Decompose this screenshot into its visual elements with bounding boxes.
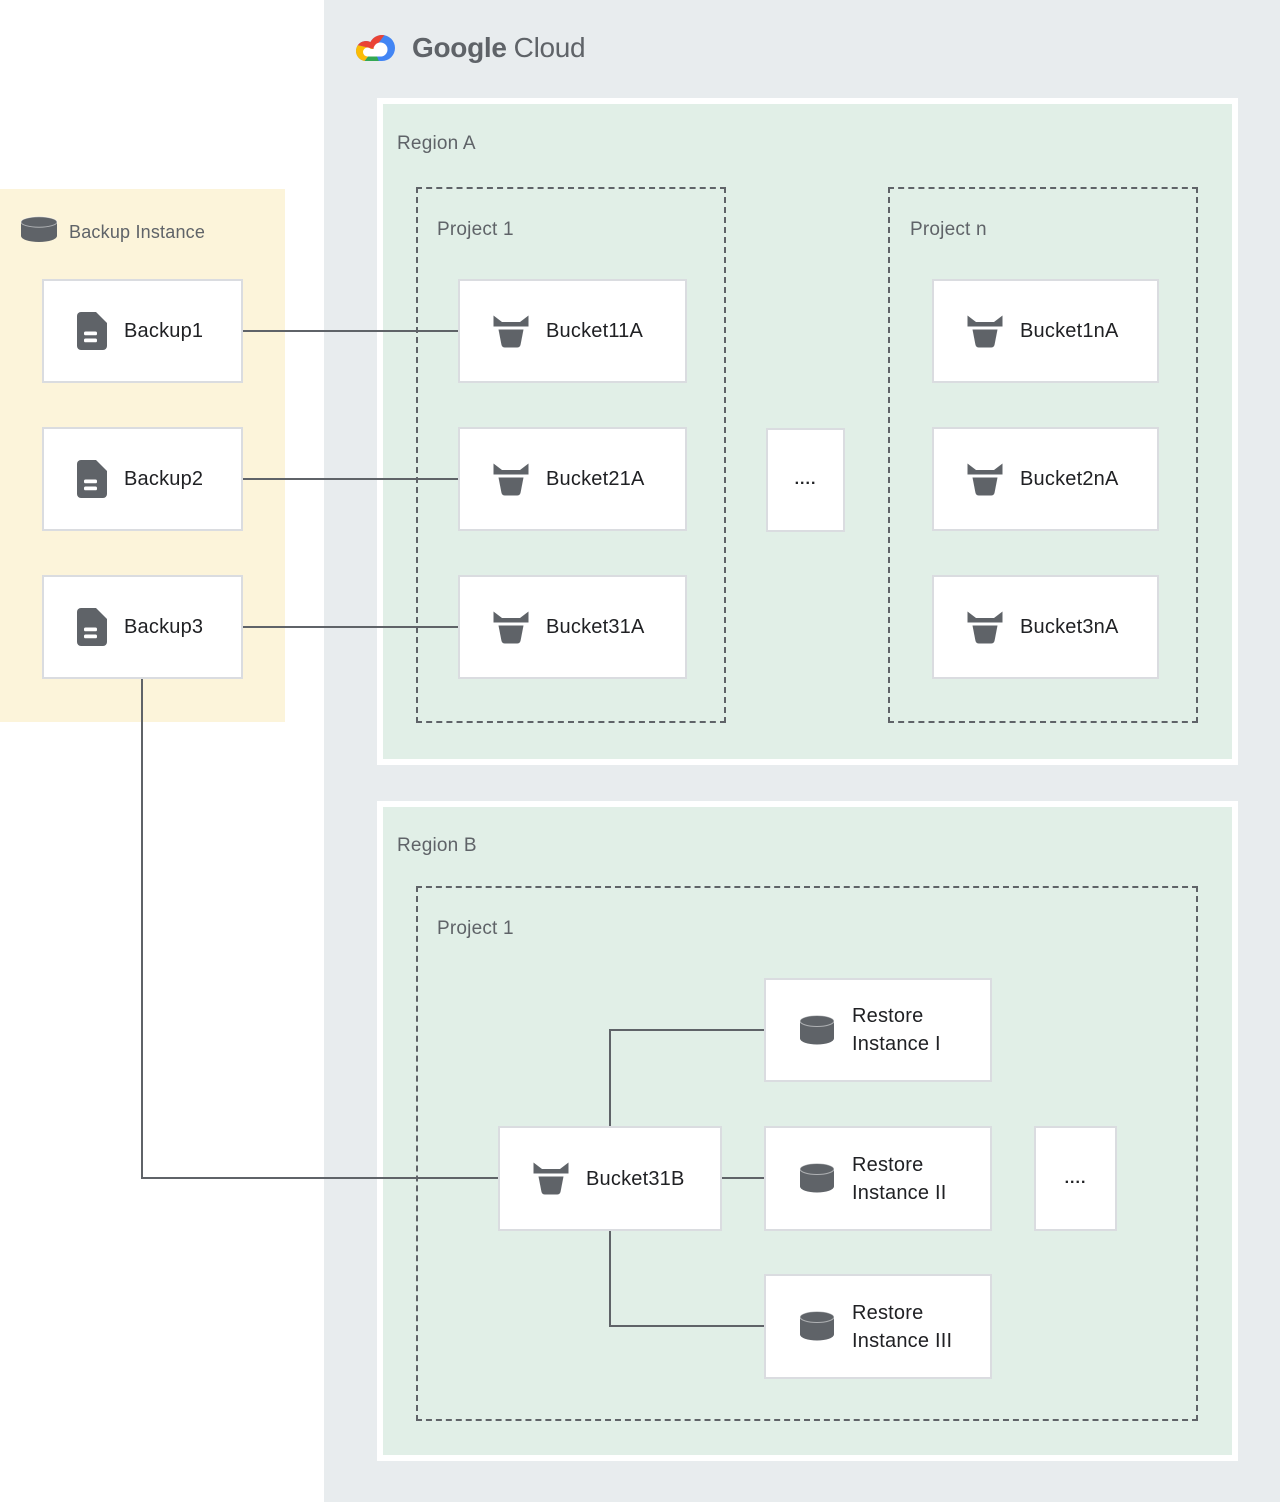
bucket2na-node: Bucket2nA [932,427,1159,531]
backup3-node: Backup3 [42,575,243,679]
backup-instance-header: Backup Instance [20,216,205,248]
restore-instance-3-label: Restore Instance III [852,1301,953,1352]
bucket3na-node: Bucket3nA [932,575,1159,679]
database-icon [799,1163,835,1194]
document-icon [77,312,107,350]
bucket11a-node: Bucket11A [458,279,687,383]
region-b-label: Region B [397,835,477,856]
logo-word-cloud: Cloud [513,32,586,63]
bucket11a-label: Bucket11A [546,320,644,342]
storage-bucket-icon [493,315,529,348]
document-icon [77,608,107,646]
storage-bucket-icon [493,463,529,496]
bucket1na-label: Bucket1nA [1020,320,1119,342]
google-cloud-logo-icon [352,27,398,70]
region-a-project-1-box [416,187,726,723]
region-b-ellipsis-box: .... [1034,1126,1117,1231]
bucket21a-node: Bucket21A [458,427,687,531]
backup1-label: Backup1 [124,320,204,342]
backup-instance-title: Backup Instance [69,221,206,242]
document-icon [77,460,107,498]
bucket2na-label: Bucket2nA [1020,468,1119,490]
region-a-project-1-label: Project 1 [437,219,514,240]
database-icon [799,1311,835,1342]
region-a-project-n-label: Project n [910,219,987,240]
bucket31b-node: Bucket31B [498,1126,722,1231]
bucket31b-label: Bucket31B [586,1167,685,1190]
bucket31a-label: Bucket31A [546,616,645,638]
bucket1na-node: Bucket1nA [932,279,1159,383]
backup1-node: Backup1 [42,279,243,383]
storage-bucket-icon [967,315,1003,348]
region-b-project-1-label: Project 1 [437,918,514,939]
ellipsis-label: .... [1064,1169,1087,1187]
storage-bucket-icon [967,611,1003,644]
backup3-label: Backup3 [124,616,204,638]
bucket21a-label: Bucket21A [546,468,645,490]
database-icon [799,1014,835,1046]
restore-instance-1-label: Restore Instance I [852,1005,941,1055]
database-icon [20,216,58,248]
restore-instance-1-node: Restore Instance I [764,978,992,1082]
backup2-label: Backup2 [124,468,204,490]
storage-bucket-icon [533,1162,569,1195]
restore-instance-2-label: Restore Instance II [852,1153,947,1204]
bucket31a-node: Bucket31A [458,575,687,679]
region-a-ellipsis-box: .... [766,428,845,532]
ellipsis-label: .... [794,471,817,488]
logo-word-google: Google [412,32,507,63]
region-a-label: Region A [397,133,476,154]
storage-bucket-icon [967,463,1003,496]
storage-bucket-icon [493,611,529,644]
bucket3na-label: Bucket3nA [1020,616,1119,638]
restore-instance-2-node: Restore Instance II [764,1126,992,1231]
restore-instance-3-node: Restore Instance III [764,1274,992,1379]
backup2-node: Backup2 [42,427,243,531]
region-a-project-n-box [888,187,1198,723]
